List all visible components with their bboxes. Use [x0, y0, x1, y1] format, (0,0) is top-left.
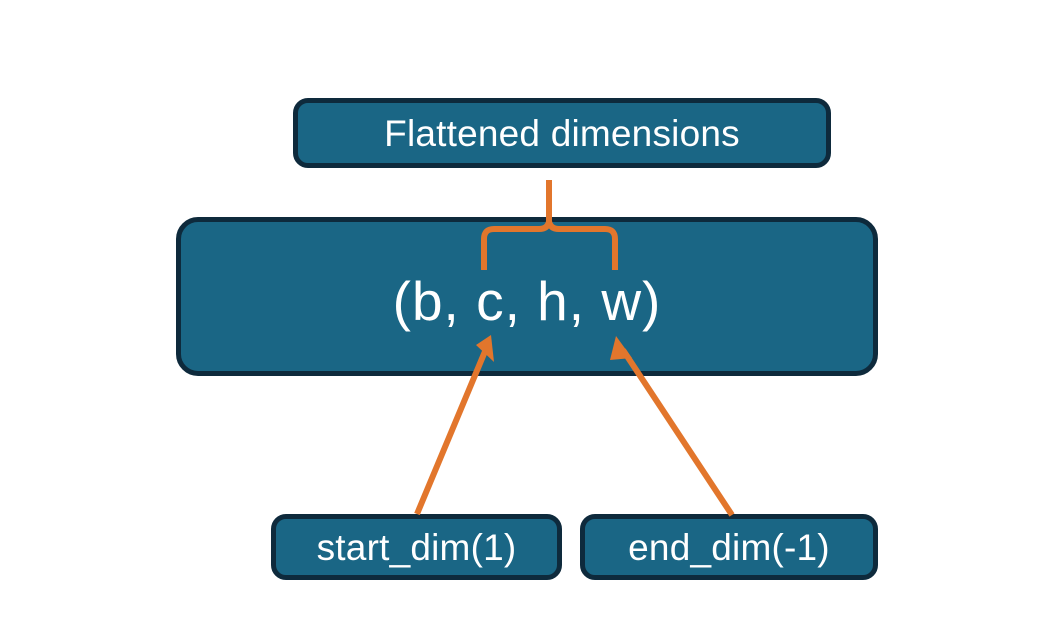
node-flattened-dimensions-label: Flattened dimensions [384, 112, 740, 154]
node-tensor-shape[interactable]: (b, c, h, w) [176, 217, 878, 376]
node-start-dim-label: start_dim(1) [316, 526, 517, 568]
node-flattened-dimensions[interactable]: Flattened dimensions [293, 98, 831, 168]
node-tensor-shape-label: (b, c, h, w) [392, 270, 662, 332]
node-start-dim[interactable]: start_dim(1) [271, 514, 562, 580]
node-end-dim[interactable]: end_dim(-1) [580, 514, 878, 580]
node-end-dim-label: end_dim(-1) [628, 526, 830, 568]
